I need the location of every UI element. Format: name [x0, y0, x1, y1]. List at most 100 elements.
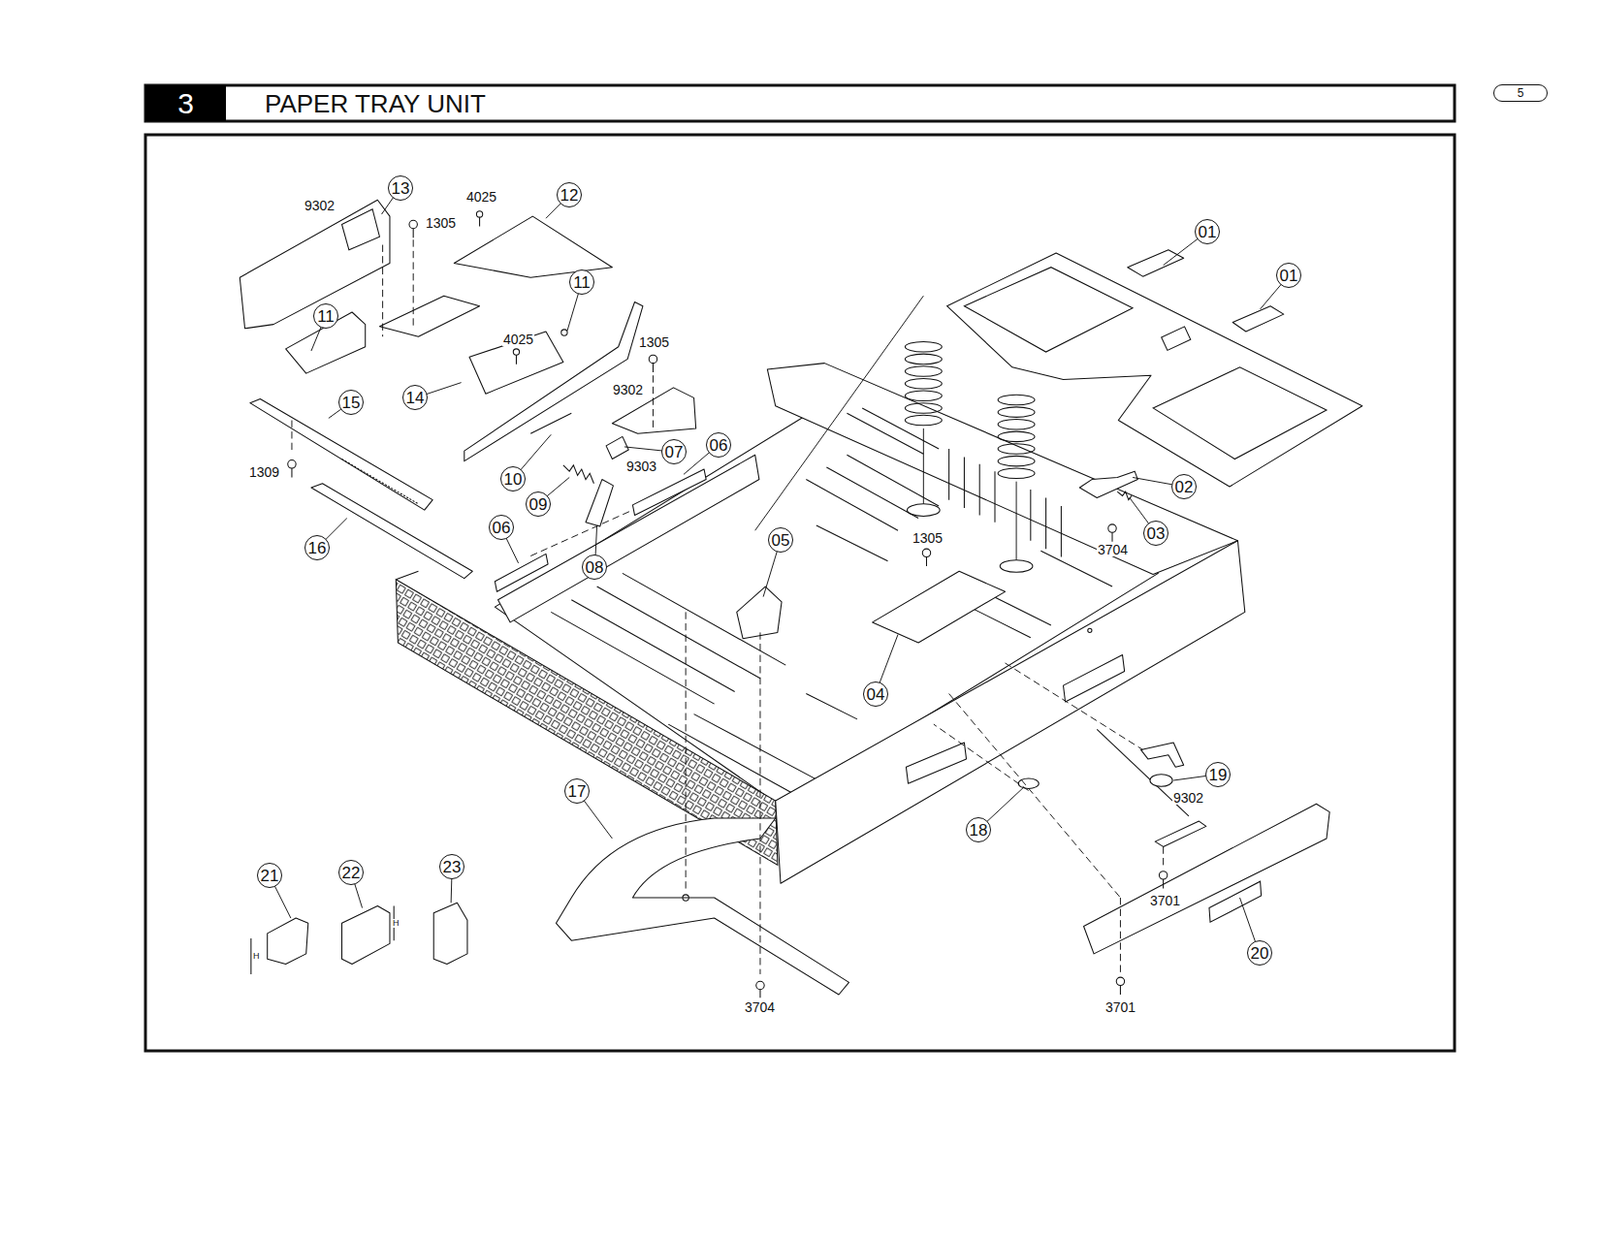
chapter-number: 3 [145, 85, 226, 122]
callout-number-text: 13 [391, 180, 411, 197]
spring [1117, 491, 1132, 500]
callout-number: 20 [1247, 940, 1273, 966]
stopper [342, 905, 390, 964]
page-title: PAPER TRAY UNIT [264, 91, 486, 117]
parts-drawing [239, 188, 1363, 999]
pad [632, 469, 706, 515]
callout-number: 17 [564, 778, 590, 804]
callout-number-text: 01 [1198, 224, 1217, 241]
part-number: 3704 [743, 1000, 776, 1015]
bracket [239, 199, 390, 329]
callout-number: 23 [439, 854, 465, 880]
bracket [1154, 821, 1207, 847]
handle-cover [1084, 803, 1331, 955]
sensor [1079, 471, 1138, 498]
spring [904, 342, 1035, 574]
page-number: 5 [1493, 84, 1548, 102]
callout-number: 01 [1276, 262, 1302, 288]
chapter-number-text: 3 [177, 87, 194, 121]
pad [494, 553, 548, 592]
callout-number: 09 [525, 491, 551, 517]
bracket [379, 295, 480, 337]
assembly-lines [291, 239, 1164, 975]
plate [872, 571, 1006, 643]
stopper [267, 918, 309, 964]
callout-number-text: 03 [1147, 525, 1166, 543]
callout-number: 08 [581, 554, 608, 580]
pad [1232, 306, 1284, 332]
part-number: 3701 [1149, 894, 1182, 908]
dimension-mark: H [392, 919, 400, 928]
callout-number-text: 09 [529, 496, 548, 513]
tray-front-panel [775, 541, 1246, 885]
part-number: 1305 [424, 216, 457, 230]
callout-number-text: 01 [1280, 267, 1299, 285]
callout-number: 07 [661, 439, 687, 465]
callout-number-text: 18 [969, 822, 989, 839]
lever [585, 480, 613, 527]
callout-number-text: 16 [308, 540, 327, 557]
part-number: 9302 [303, 198, 336, 213]
part-number: 3704 [1096, 543, 1129, 557]
callout-number-text: 11 [573, 274, 591, 291]
screws [288, 211, 1168, 998]
callout-number-text: 10 [504, 471, 523, 488]
dimension-mark: H [253, 952, 260, 961]
callout-number: 22 [338, 860, 364, 886]
callout-number: 03 [1143, 520, 1169, 546]
part-number: 4025 [465, 190, 498, 204]
callout-number-text: 15 [342, 394, 361, 412]
callout-number-text: 06 [709, 437, 729, 454]
callout-number-text: 05 [771, 532, 791, 549]
part-number: 1305 [911, 531, 944, 545]
tray-back-wall [498, 454, 760, 623]
gear [1150, 774, 1173, 788]
callout-number-text: 19 [1209, 767, 1228, 784]
callout-number: 16 [304, 535, 330, 561]
part-number: 3701 [1104, 1000, 1137, 1015]
callout-number-text: 12 [560, 187, 579, 204]
part-number: 4025 [502, 332, 535, 347]
callout-number-text: 20 [1250, 945, 1270, 962]
callout-number-text: 14 [406, 389, 425, 407]
plate [453, 216, 612, 278]
callout-number-text: 11 [317, 308, 335, 325]
callout-number: 19 [1205, 762, 1231, 788]
callout-number: 05 [768, 527, 794, 553]
callout-number: 11 [313, 303, 339, 329]
callout-number: 01 [1194, 219, 1220, 245]
callout-number: 10 [500, 466, 526, 492]
part-number: 1305 [638, 335, 671, 350]
callout-number-text: 04 [866, 686, 886, 704]
callout-number: 04 [863, 681, 889, 707]
callout-number-text: 06 [492, 519, 512, 537]
rail [311, 483, 473, 579]
callout-number-text: 08 [585, 559, 605, 576]
stopper [433, 902, 468, 964]
callout-number: 13 [387, 175, 414, 201]
part-number: 9302 [611, 383, 644, 397]
callout-number: 11 [569, 269, 595, 295]
spring [563, 465, 595, 484]
callout-number-text: 23 [443, 859, 462, 876]
callout-number-text: 21 [260, 867, 280, 885]
callout-number: 02 [1171, 474, 1197, 500]
part-number: 9302 [1172, 791, 1205, 805]
callout-number-text: 17 [568, 783, 587, 800]
plate [469, 331, 564, 394]
callout-number: 12 [556, 182, 582, 208]
callout-number-text: 02 [1175, 479, 1194, 496]
callout-number: 06 [705, 432, 732, 458]
callout-number: 14 [402, 384, 428, 411]
leader-lines [269, 188, 1289, 954]
callout-number: 18 [965, 817, 992, 843]
guide [736, 586, 782, 640]
diagram-frame [145, 134, 1455, 1052]
bracket [1140, 742, 1184, 768]
callout-number: 15 [338, 389, 364, 416]
rail [250, 398, 433, 511]
part-number: 9303 [625, 459, 658, 474]
plate-17 [556, 818, 850, 995]
callout-number: 06 [488, 514, 514, 541]
